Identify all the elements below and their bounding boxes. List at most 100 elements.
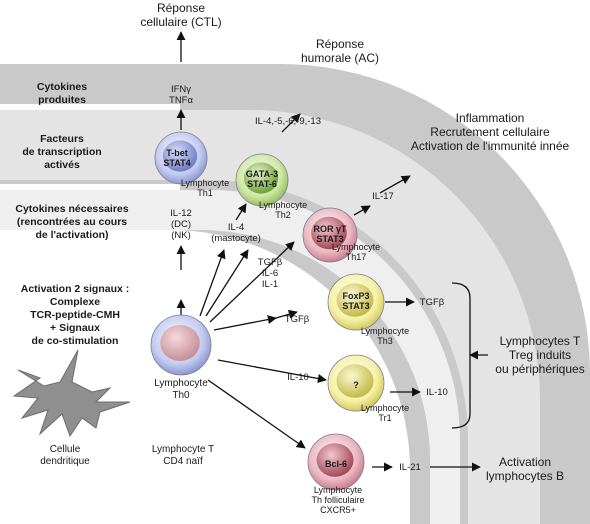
th17-inner-line: ROR γT [313,224,347,234]
th0-label-line: Lymphocyte [154,378,208,389]
tfh-label-line: Lymphocyte [314,485,362,495]
treg-bracket [451,282,471,429]
band-white-gap-1 [0,104,180,110]
cyto-th2-in-line: IL-4 [228,222,244,233]
band-white-gap-2 [0,184,180,190]
cell-tfh [307,433,365,491]
treg-text-line: Treg induits [509,348,571,362]
activation-text-line: + Signaux [50,322,100,334]
activation-text-line: Activation 2 signaux : [21,283,130,295]
cyto-th17-out-line: IL-17 [372,191,394,202]
cyto-th3-in-line: TGFβ [285,314,310,325]
cell-th1-nucleus [162,140,198,172]
th3-label-line: Th3 [377,336,393,346]
cyto-th1-in: IL-12(DC)(NK) [170,208,192,241]
inflammation-text-line: Activation de l'immunité innée [411,139,570,153]
cell-tr1-nucleus [336,364,374,398]
cyto-th17-in-line: TGFβ [258,257,283,268]
cyto-th2-in: IL-4(mastocyte) [211,222,261,244]
arrow-th2-in [235,203,247,221]
th2-label-line: Th2 [275,210,291,220]
cell-th3 [327,273,385,331]
cyto-th3-in: TGFβ [285,314,310,325]
tr1-label-line: Tr1 [378,413,391,423]
th3-inner-line: FoxP3 [342,291,369,301]
th1-label-line: Lymphocyte [181,178,229,188]
label-cytokines-necessaires: Cytokines nécessaires(rencontrées au cou… [15,203,128,241]
arrow-th0-th3 [213,315,277,331]
tfh-inner-line: Bcl-6 [325,459,347,469]
naive-label-line: CD4 naïf [163,456,203,467]
bcell-text-line: Activation [499,455,551,469]
label-cytokines-produites-line: produites [38,94,86,106]
activation-text-line: TCR-peptide-CMH [30,309,120,321]
cyto-tfh-out: IL-21 [399,462,421,473]
th0-label-line: Th0 [172,390,190,401]
cyto-th1-in-line: (DC) [171,219,191,230]
cyto-th17-in-line: IL-1 [262,279,278,290]
cyto-th1-in-line: IL-12 [170,208,192,219]
arrow-th0-tfh [207,379,306,449]
cyto-tr1-in-line: IL-10 [287,372,309,383]
band-mid [0,110,540,524]
tfh-label-line: CXCR5+ [320,505,356,515]
cell-th0 [150,314,212,376]
cyto-tr1-in: IL-10 [287,372,309,383]
arrow-th0-tr1 [217,359,327,383]
cyto-th17-out: IL-17 [372,191,394,202]
cell-th17-nucleus [311,216,347,250]
th3-inner-line: STAT3 [342,301,369,311]
cyto-tr1-out: IL-10 [426,387,448,398]
arrow-th0-th17 [205,249,249,317]
label-cytokines-necessaires-line: Cytokines nécessaires [15,203,128,215]
tfh-inner: Bcl-6 [325,459,347,469]
th2-inner-line: GATA-3 [246,169,278,179]
cyto-th17-in-line: IL-6 [262,268,278,279]
cell-th2 [235,153,289,207]
label-facteurs-transcription-line: activés [44,159,80,171]
cyto-th1-out-line: IFNγ [171,84,191,95]
activation-text-line: de co-stimulation [32,335,119,347]
th3-label-line: Lymphocyte [361,326,409,336]
th1-label-line: Th1 [197,188,213,198]
cyto-th3-out: TGFβ [420,297,445,308]
tr1-inner: ? [353,380,359,390]
inflammation-text-line: Recrutement cellulaire [430,125,550,139]
label-cytokines-produites-line: Cytokines [37,81,87,93]
dendritic-label-line: Cellule [50,444,81,455]
cyto-tfh-out-line: IL-21 [399,462,421,473]
cell-th0-nucleus [160,325,200,361]
label-cytokines-necessaires-line: (rencontrées au cours [17,216,127,228]
cell-th1 [154,131,208,185]
arrow-th0-th2 [199,249,226,317]
cell-th17 [302,207,358,263]
tfh-label-line: Th folliculaire [311,495,364,505]
bcell-text-line: lymphocytes B [486,469,564,483]
tr1-inner-line: ? [353,380,359,390]
inflammation-text-line: Inflammation [456,111,525,125]
treg-text-line: ou périphériques [495,362,584,376]
arrow-th0-th17b [209,241,295,323]
cell-th2-nucleus [243,162,279,194]
band-inner [0,190,460,524]
cyto-th2-in-line: (mastocyte) [211,233,261,244]
th17-label-line: Th17 [346,252,367,262]
th17-inner-line: STAT3 [316,234,343,244]
